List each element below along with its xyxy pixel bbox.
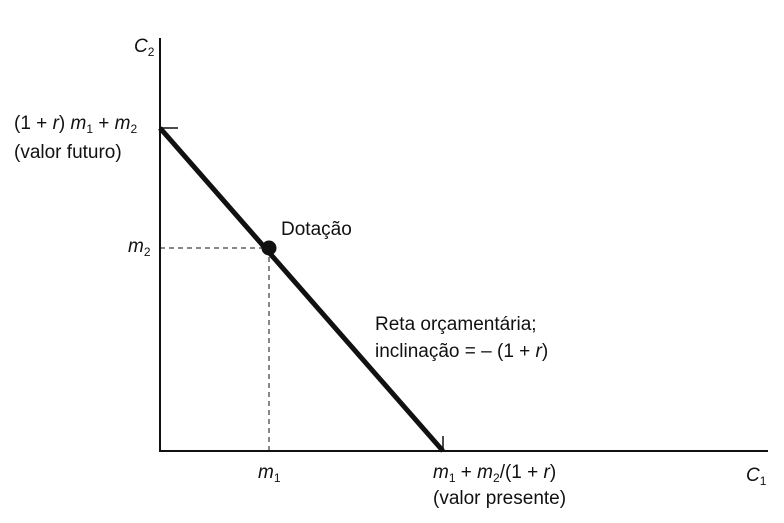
y-axis-label: C2: [134, 36, 155, 59]
future-value-note: (valor futuro): [14, 142, 122, 163]
x-intercept-label: m1 + m2/(1 + r): [433, 462, 557, 485]
m1-tick-label: m1: [258, 462, 281, 485]
present-value-note: (valor presente): [433, 488, 567, 509]
m2-tick-label: m2: [128, 236, 151, 259]
budget-line: [158, 126, 445, 453]
x-axis-label: C1: [746, 465, 767, 488]
budget-line-title: Reta orçamentária;: [375, 314, 537, 335]
endowment-label: Dotação: [281, 219, 352, 240]
budget-line-slope: inclinação = – (1 + r): [375, 341, 549, 362]
endowment-point: [261, 240, 277, 256]
y-intercept-label: (1 + r) m1 + m2: [14, 113, 138, 136]
